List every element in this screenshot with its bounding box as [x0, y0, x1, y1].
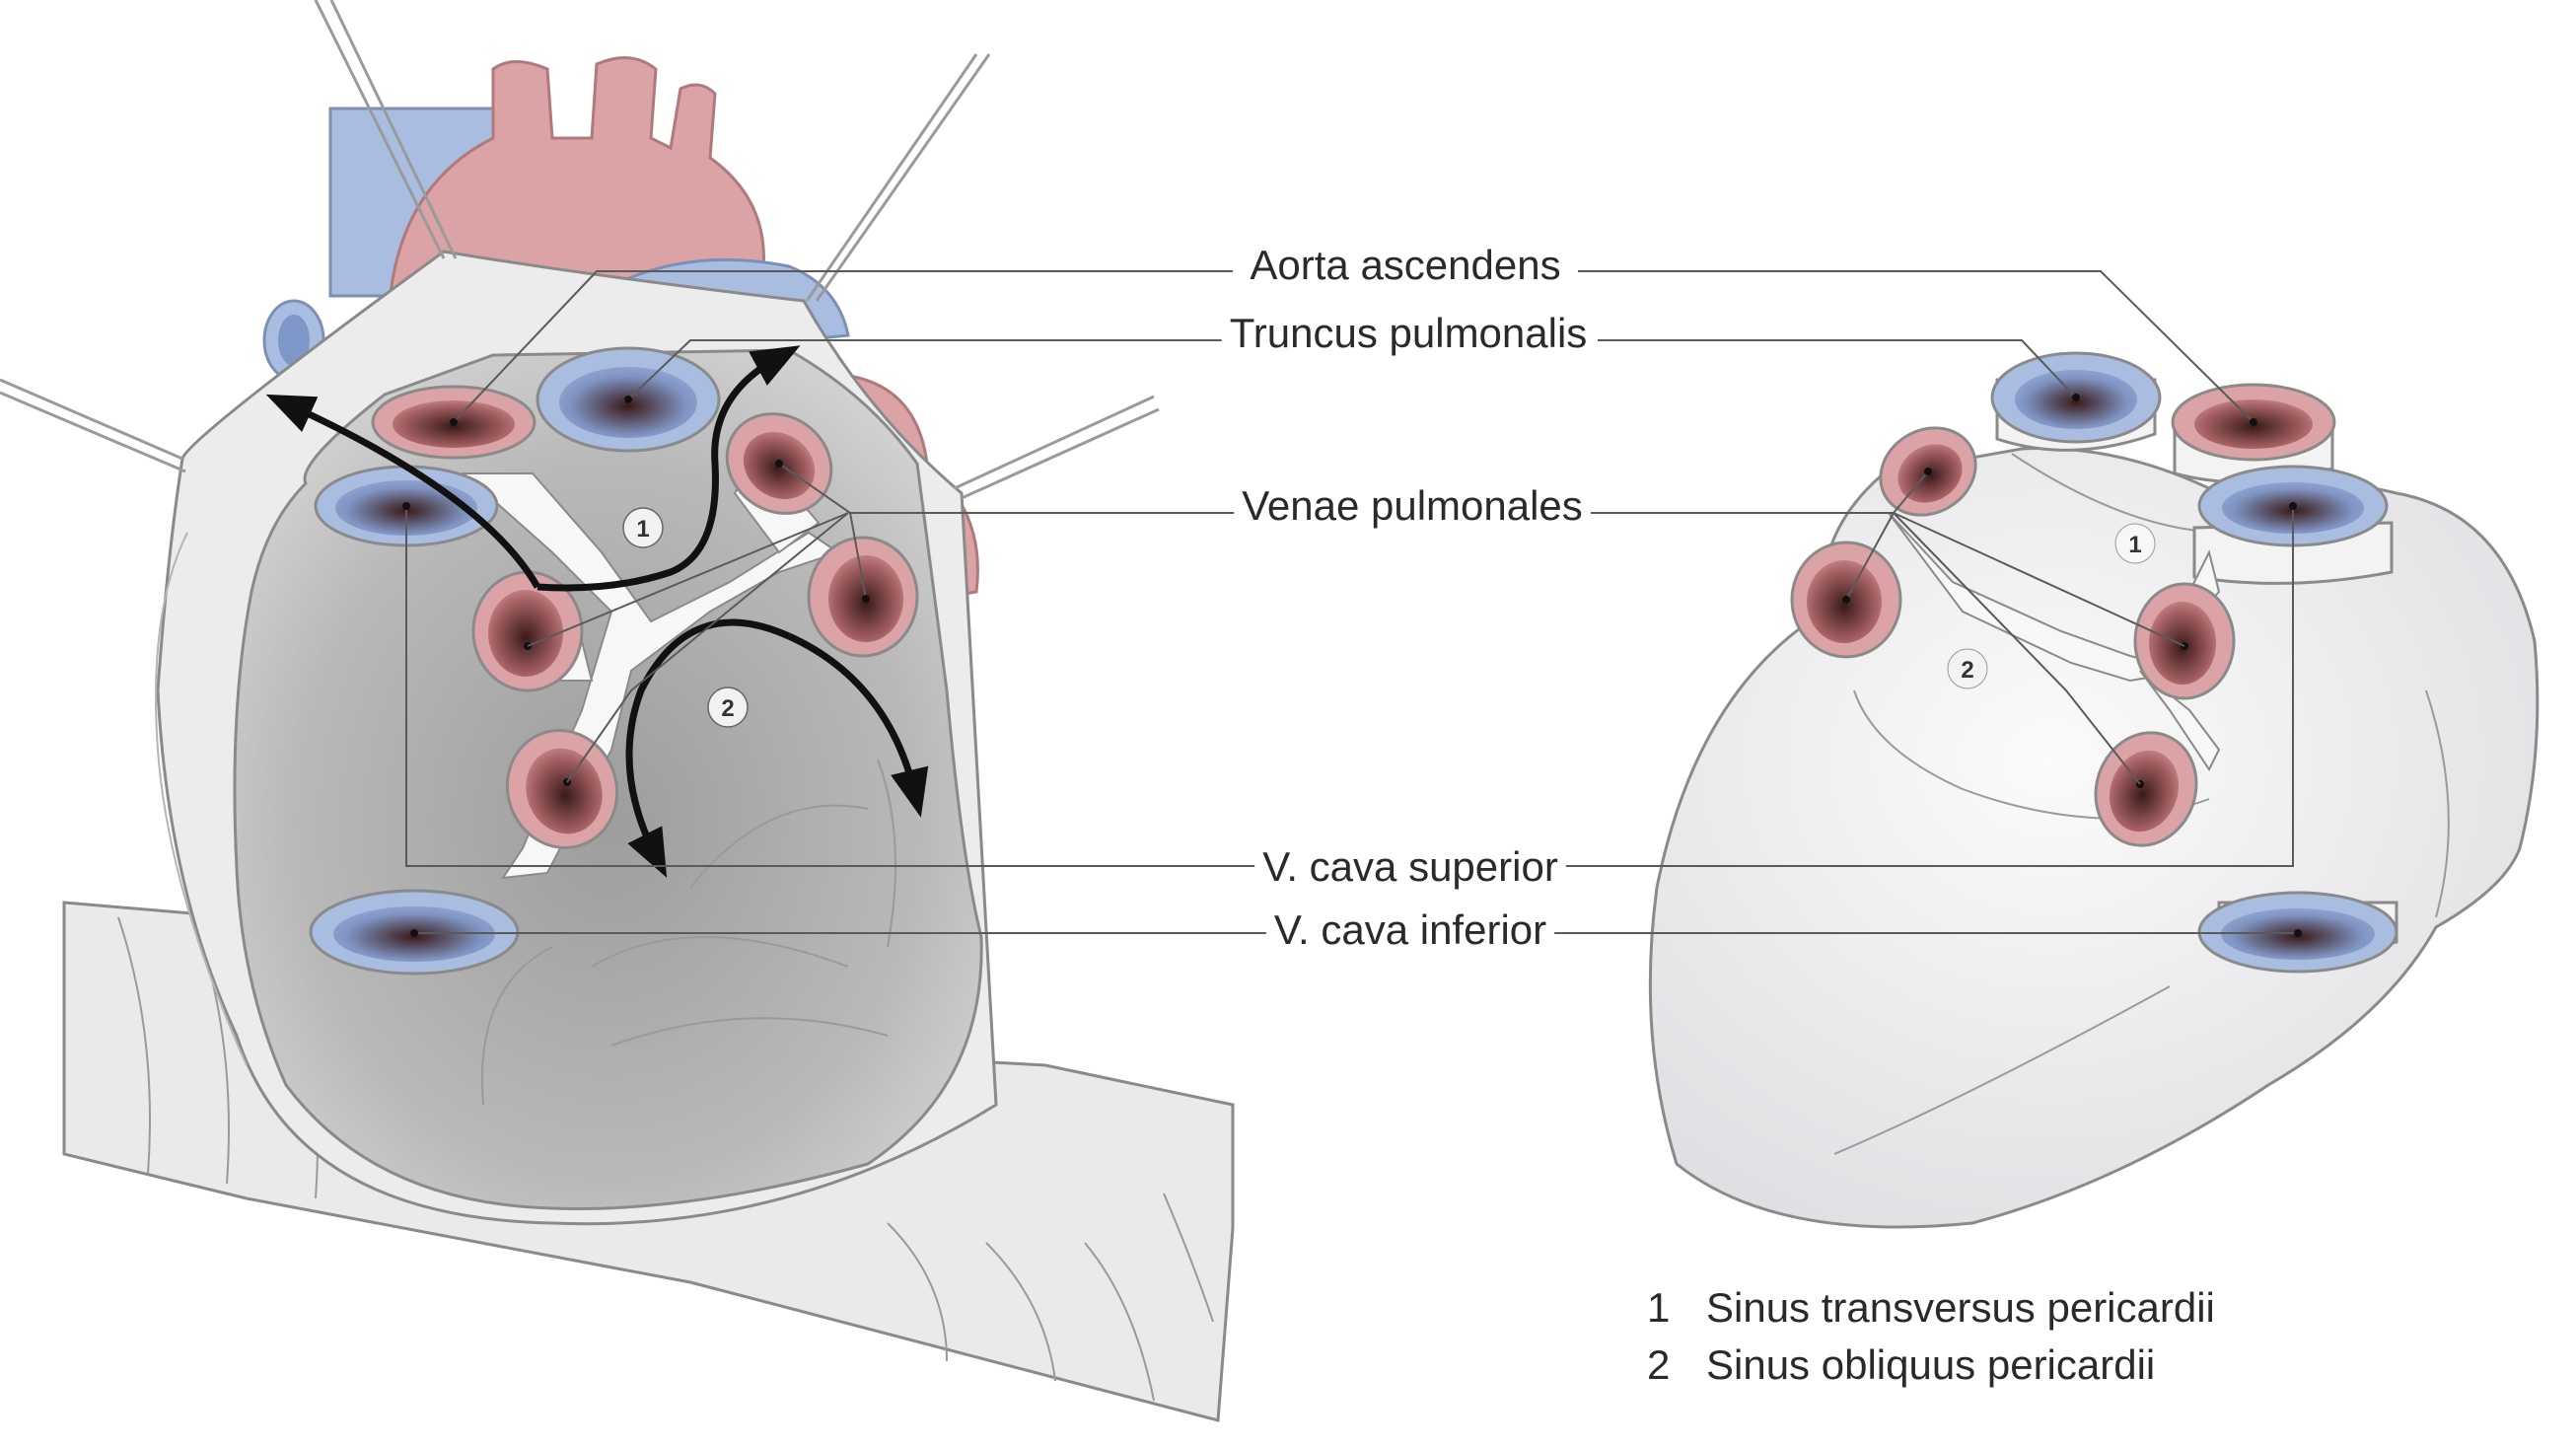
- sinus-obliquus-arrow-left: [625, 618, 791, 878]
- marker-2-right: 2: [1947, 648, 1988, 689]
- legend-num-1: 1: [1647, 1284, 1670, 1331]
- leader-lines: [405, 270, 2298, 934]
- label-background: [1221, 308, 1596, 358]
- svg-text:2: 2: [1961, 657, 1973, 684]
- marker-1-right: 1: [2114, 523, 2156, 564]
- right-illustration: 1 2: [1648, 351, 2540, 1229]
- sinus-transversus-arrow-left: [265, 394, 541, 589]
- left-pulmonary-vein-4: [505, 729, 619, 849]
- svg-text:2: 2: [721, 695, 734, 722]
- label-v-cava-inferior: V. cava inferior: [1274, 906, 1546, 953]
- label-aorta-ascendens: Aorta ascendens: [1250, 242, 1560, 288]
- legend-text-1: Sinus transversus pericardii: [1706, 1284, 2215, 1331]
- sinus-transversus-arrow-right: [537, 345, 801, 592]
- label-venae-pulmonales: Venae pulmonales: [1242, 482, 1583, 529]
- legend: 1 Sinus transversus pericardii 2 Sinus o…: [1647, 1284, 2215, 1388]
- label-background: [1265, 904, 1555, 955]
- marker-2-left: 2: [707, 687, 749, 728]
- svg-text:1: 1: [2128, 532, 2141, 558]
- marker-1-left: 1: [622, 507, 664, 548]
- label-v-cava-superior: V. cava superior: [1262, 843, 1558, 890]
- label-background: [1234, 480, 1591, 531]
- sinus-obliquus-arrow-right: [787, 632, 929, 818]
- legend-text-2: Sinus obliquus pericardii: [1706, 1341, 2155, 1388]
- leader-vein-4: [566, 512, 849, 783]
- labels: Aorta ascendens Truncus pulmonalis Venae…: [1221, 240, 1596, 955]
- heart-posterior: [1648, 447, 2540, 1229]
- left-illustration: 1 2: [0, 0, 1235, 1422]
- leader-vein-3: [527, 512, 849, 647]
- leader-vein-r3: [1893, 512, 2185, 647]
- label-background: [1254, 841, 1566, 892]
- legend-num-2: 2: [1647, 1341, 1670, 1388]
- right-pulmonary-vein-3: [2133, 582, 2236, 700]
- leader-vein-r4: [1893, 512, 2141, 785]
- label-background: [1242, 240, 1569, 290]
- label-truncus-pulmonalis: Truncus pulmonalis: [1230, 310, 1588, 356]
- left-pulmonary-vein-3: [471, 570, 584, 692]
- svg-text:1: 1: [636, 516, 649, 543]
